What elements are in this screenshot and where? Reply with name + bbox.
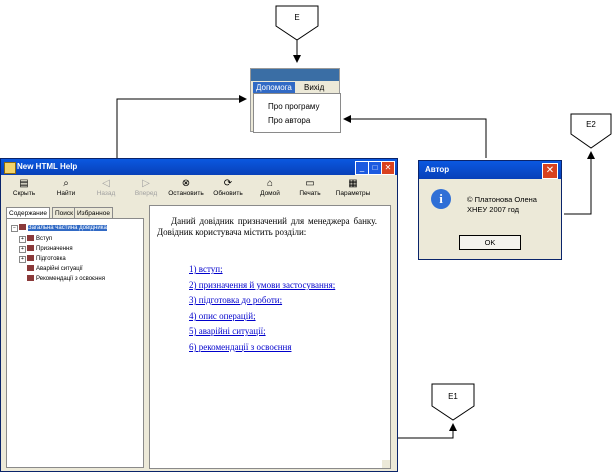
toolbar-print-button[interactable]: ▭Печать	[291, 177, 329, 203]
link-recommendations[interactable]: 6) рекомендації з освоєння	[189, 342, 292, 352]
tree-item-recommendations[interactable]: Рекомендації з освоєння	[27, 275, 105, 283]
help-book-icon	[4, 162, 16, 174]
link-emergency[interactable]: 5) аварійні ситуації;	[189, 326, 266, 336]
toolbar-label: Вперед	[134, 190, 158, 197]
tree-item-label: Призначення	[36, 246, 73, 252]
tree-expand-icon[interactable]: +	[19, 256, 26, 263]
link-intro[interactable]: 1) вступ;	[189, 264, 223, 274]
book-icon	[27, 255, 34, 262]
resize-grip[interactable]	[382, 460, 390, 468]
tab-favorites[interactable]: Избранное	[74, 207, 113, 219]
author-name: © Платонова Олена	[467, 195, 537, 204]
connector-e1-shape	[431, 383, 475, 421]
stop-icon: ⊗	[181, 178, 191, 189]
tree-expand-icon[interactable]: +	[19, 236, 26, 243]
book-icon	[27, 265, 34, 272]
toolbar-stop-button[interactable]: ⊗Остановить	[167, 177, 205, 203]
toolbar-home-button[interactable]: ⌂Домой	[251, 177, 289, 203]
tree-item-label: Підготовка	[36, 256, 66, 262]
forward-icon: ▷	[142, 178, 150, 189]
link-operations[interactable]: 4) опис операцій;	[189, 311, 256, 321]
contents-tree: − Загальна частина довідника + Вступ + П…	[6, 218, 144, 468]
tree-item-label: Вступ	[36, 236, 53, 242]
toolbar-refresh-button[interactable]: ⟳Обновить	[209, 177, 247, 203]
book-icon	[27, 235, 34, 242]
tree-item-emergency[interactable]: Аварійні ситуації	[27, 265, 83, 273]
maximize-icon[interactable]: □	[368, 161, 382, 175]
close-icon[interactable]: ✕	[381, 161, 395, 175]
main-menu: Допомога Вихід Про програму Про автора	[250, 68, 341, 133]
link-preparation[interactable]: 3) підготовка до роботи;	[189, 295, 283, 305]
menu-window-titlebar	[251, 69, 339, 81]
menu-item-about-author[interactable]: Про автора	[268, 116, 311, 125]
connector-e-shape	[275, 5, 319, 41]
help-window-title: New HTML Help	[17, 162, 78, 171]
find-icon: ⌕	[63, 178, 69, 189]
book-icon	[27, 275, 34, 282]
back-icon: ◁	[102, 178, 110, 189]
connector-e2-shape	[570, 113, 612, 149]
tree-item-root[interactable]: Загальна частина довідника	[19, 224, 107, 232]
tab-contents[interactable]: Содержание	[6, 207, 50, 219]
book-icon	[19, 224, 26, 231]
tree-item-intro[interactable]: Вступ	[27, 235, 52, 243]
toolbar-hide-button[interactable]: ▤Скрыть	[5, 177, 43, 203]
toolbar-options-button[interactable]: ▦Параметры	[331, 177, 375, 203]
tree-item-purpose[interactable]: Призначення	[27, 245, 73, 253]
intro-paragraph: Даний довідник призначений для менеджера…	[157, 216, 377, 237]
toolbar-label: Домой	[260, 190, 280, 197]
print-icon: ▭	[305, 178, 315, 189]
help-window-titlebar: New HTML Help _ □ ✕	[1, 159, 397, 175]
toolbar-find-button[interactable]: ⌕Найти	[47, 177, 85, 203]
toolbar-label: Обновить	[213, 190, 243, 197]
connector-e1-label: E1	[448, 392, 458, 401]
minimize-icon[interactable]: _	[355, 161, 369, 175]
author-org-year: ХНЕУ 2007 год	[467, 205, 519, 214]
info-icon: i	[431, 189, 451, 209]
content-pane: Даний довідник призначений для менеджера…	[149, 205, 391, 469]
author-dialog-title: Автор	[425, 165, 450, 174]
toolbar-label: Остановить	[168, 190, 204, 197]
help-dropdown: Про програму Про автора	[253, 93, 341, 133]
help-window: New HTML Help _ □ ✕ ▤Скрыть ⌕Найти ◁Наза…	[0, 158, 398, 472]
close-icon[interactable]: ✕	[542, 163, 558, 179]
navigation-pane: Содержание Поиск Избранное − Загальна ча…	[4, 205, 144, 468]
connector-e-label: E	[294, 13, 300, 22]
book-icon	[27, 245, 34, 252]
menu-exit[interactable]: Вихід	[304, 83, 325, 92]
hide-icon: ▤	[19, 178, 29, 189]
toolbar-label: Найти	[56, 190, 76, 197]
tree-expand-icon[interactable]: +	[19, 246, 26, 253]
options-icon: ▦	[348, 178, 358, 189]
tree-item-label: Аварійні ситуації	[36, 266, 83, 272]
author-dialog: Автор ✕ i © Платонова Олена ХНЕУ 2007 го…	[418, 160, 562, 260]
tree-item-label: Рекомендації з освоєння	[36, 276, 105, 282]
toolbar-label: Параметры	[335, 190, 371, 197]
toolbar-back-button[interactable]: ◁Назад	[87, 177, 125, 203]
menu-help[interactable]: Допомога	[253, 82, 295, 93]
refresh-icon: ⟳	[223, 178, 233, 189]
home-icon: ⌂	[266, 178, 274, 189]
toolbar-forward-button[interactable]: ▷Вперед	[127, 177, 165, 203]
tree-item-preparation[interactable]: Підготовка	[27, 255, 66, 263]
toolbar-label: Скрыть	[12, 190, 36, 197]
tree-item-label: Загальна частина довідника	[28, 225, 107, 231]
link-purpose[interactable]: 2) призначення й умови застосування;	[189, 280, 336, 290]
menu-item-about-program[interactable]: Про програму	[268, 102, 320, 111]
toolbar-label: Назад	[96, 190, 116, 197]
ok-button[interactable]: OK	[459, 235, 521, 250]
author-dialog-titlebar: Автор ✕	[419, 161, 561, 179]
tree-collapse-icon[interactable]: −	[11, 225, 18, 232]
connector-e2-label: E2	[586, 120, 596, 129]
toolbar-label: Печать	[299, 190, 321, 197]
